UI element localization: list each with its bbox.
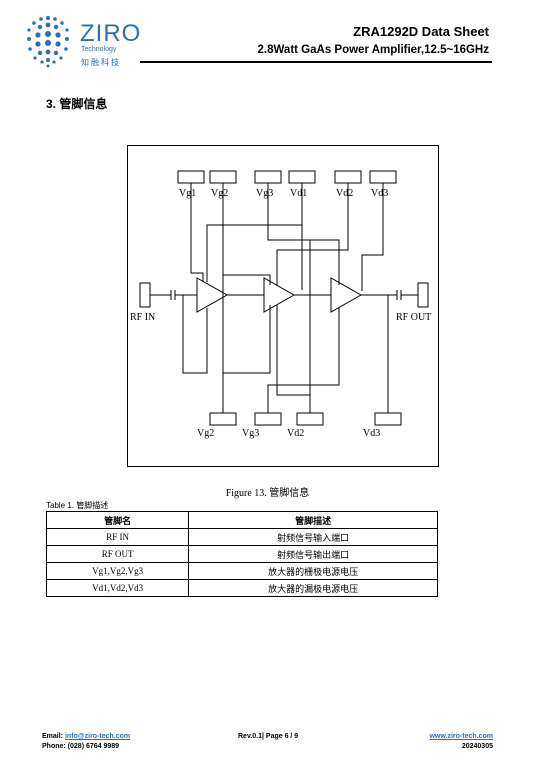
pin-label-bottom: Vg3 <box>242 428 259 439</box>
table-row: RF OUT 射频信号输出端口 <box>45 545 438 563</box>
table-cell: RF OUT <box>45 545 190 563</box>
email-link[interactable]: info@ziro-tech.com <box>64 733 131 740</box>
amplifier-stage-2 <box>263 277 296 313</box>
section-title: 3. 管脚信息 <box>46 97 108 111</box>
pad-vd2-top <box>334 170 362 184</box>
pad-vd3-bottom <box>374 412 402 426</box>
rf-out-label: RF OUT <box>396 312 431 323</box>
footer-phone-line: Phone: (028) 6764 9989 <box>42 743 119 750</box>
header-divider <box>140 61 492 63</box>
pinout-diagram: Vg1 Vg2 Vg3 Vd1 Vd2 Vd3 Vg2 Vg3 Vd2 Vd3 … <box>127 145 439 467</box>
pad-vg2-top <box>209 170 237 184</box>
pin-label-top: Vg3 <box>256 188 273 199</box>
pad-vg3-bottom <box>254 412 282 426</box>
pad-vg1-top <box>177 170 205 184</box>
pin-description-table: 管脚名 管脚描述 RF IN 射频信号输入端口 RF OUT 射频信号输出端口 … <box>45 511 438 597</box>
phone-number: (028) 6764 9989 <box>67 743 120 750</box>
table-cell: 放大器的漏极电源电压 <box>188 579 438 597</box>
table-header-row: 管脚名 管脚描述 <box>45 511 438 529</box>
table-row: Vd1,Vd2,Vd3 放大器的漏极电源电压 <box>45 579 438 597</box>
doc-date: 20240305 <box>461 743 493 750</box>
rf-out-pad <box>417 282 429 308</box>
pin-label-bottom: Vd2 <box>287 428 304 439</box>
pad-vg2-bottom <box>209 412 237 426</box>
table-row: RF IN 射频信号输入端口 <box>45 528 438 546</box>
figure-caption: Figure 13. 管脚信息 <box>225 488 310 499</box>
website-line: www.ziro-tech.com <box>429 733 493 740</box>
logo-icon <box>18 12 138 70</box>
chip-outline <box>127 145 439 467</box>
pin-label-bottom: Vg2 <box>197 428 214 439</box>
website-link[interactable]: www.ziro-tech.com <box>429 733 493 740</box>
pad-vd2-bottom <box>296 412 324 426</box>
rf-in-label: RF IN <box>130 312 155 323</box>
email-label: Email: <box>42 733 64 740</box>
table-cell: RF IN <box>45 528 190 546</box>
rf-in-pad <box>139 282 151 308</box>
table-cell: Vg1,Vg2,Vg3 <box>45 562 190 580</box>
pad-vg3-top <box>254 170 282 184</box>
phone-label: Phone: <box>42 743 66 750</box>
pin-label-top: Vg1 <box>179 188 196 199</box>
logo-subtitle: Technology <box>81 46 117 53</box>
table-row: Vg1,Vg2,Vg3 放大器的栅极电源电压 <box>45 562 438 580</box>
page-info: Rev.0.1| Page 6 / 9 <box>238 733 299 740</box>
pin-label-top: Vd1 <box>290 188 307 199</box>
logo-chinese-name: 知融科技 <box>81 58 121 67</box>
pin-label-top: Vd2 <box>336 188 353 199</box>
table-header: 管脚名 <box>45 511 190 529</box>
table-cell: 放大器的栅极电源电压 <box>188 562 438 580</box>
doc-title: ZRA1292D Data Sheet <box>353 24 489 39</box>
table-cell: 射频信号输入端口 <box>188 528 438 546</box>
pin-label-bottom: Vd3 <box>363 428 380 439</box>
table-cell: 射频信号输出端口 <box>188 545 438 563</box>
table-header: 管脚描述 <box>188 511 438 529</box>
footer-email-line: Email: info@ziro-tech.com <box>42 733 130 740</box>
amplifier-stage-3 <box>330 277 363 313</box>
pin-label-top: Vg2 <box>211 188 228 199</box>
pad-vd1-top <box>288 170 316 184</box>
amplifier-stage-1 <box>196 277 229 313</box>
table-cell: Vd1,Vd2,Vd3 <box>45 579 190 597</box>
table-caption: Table 1. 管脚描述 <box>46 501 109 510</box>
pin-label-top: Vd3 <box>371 188 388 199</box>
logo-name: ZIRO <box>80 20 142 47</box>
pad-vd3-top <box>369 170 397 184</box>
doc-subtitle: 2.8Watt GaAs Power Amplifier,12.5~16GHz <box>257 44 489 56</box>
